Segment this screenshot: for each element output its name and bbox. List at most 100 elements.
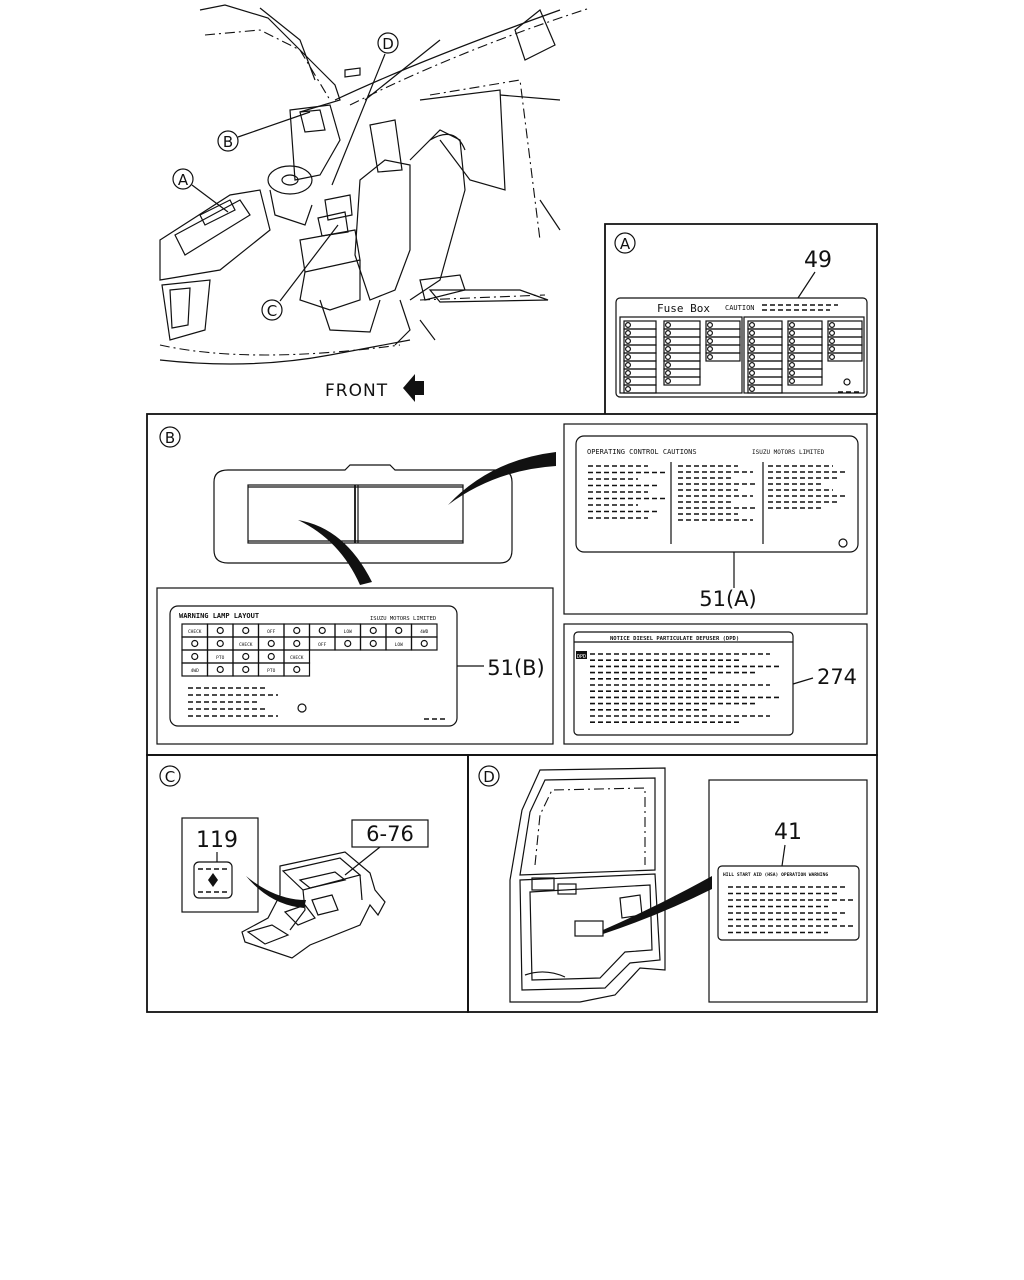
- label-51b-frame: WARNING LAMP LAYOUT ISUZU MOTORS LIMITED…: [156, 587, 554, 745]
- warning-lamp-cell: [385, 623, 413, 638]
- panel-d: D 41 HILL START AID (HSA) OPERATION WARN…: [467, 754, 878, 1013]
- fuse-marker: [706, 354, 713, 361]
- warning-lamp-cell: [206, 623, 234, 638]
- overview-callout-b: B: [217, 111, 311, 152]
- fuse-slot: [623, 384, 657, 394]
- label-51a-frame: OPERATING CONTROL CAUTIONS ISUZU MOTORS …: [563, 423, 868, 615]
- warning-lamp-cell-label: LOW: [395, 642, 403, 648]
- warning-lamp-symbol-icon: [216, 626, 224, 635]
- warning-lamp-cell: [232, 649, 260, 664]
- part-274: 274: [817, 665, 857, 689]
- overview-callout-d: D: [331, 32, 399, 186]
- fuse-marker: [748, 378, 755, 385]
- fuse-marker: [828, 330, 835, 337]
- warning-lamp-symbol-icon: [369, 626, 377, 635]
- fuse-marker: [788, 362, 795, 369]
- warning-lamp-cell: [283, 623, 311, 638]
- fuse-marker: [748, 370, 755, 377]
- warning-lamp-cell-label: OFF: [318, 642, 326, 648]
- fuse-slot: [705, 320, 741, 330]
- fuse-box-title: Fuse Box: [657, 302, 710, 315]
- overhead-console-illustration: [213, 452, 556, 585]
- fuse-slot: [787, 344, 823, 354]
- fuse-box-caution: CAUTION: [725, 304, 755, 312]
- fuse-slot: [705, 352, 741, 362]
- warning-lamp-cell-label: 4WD: [420, 629, 428, 635]
- fuse-marker: [664, 330, 671, 337]
- warning-lamp-symbol-icon: [242, 652, 250, 661]
- warning-lamp-cell: [181, 649, 209, 664]
- callout-b-letter: B: [223, 133, 233, 151]
- fuse-marker: [664, 322, 671, 329]
- fuse-marker: [624, 354, 631, 361]
- fuse-slot: [787, 352, 823, 362]
- fuse-slot: [747, 368, 783, 378]
- warning-lamp-cell-label: LOW: [344, 629, 352, 635]
- fuse-marker: [828, 338, 835, 345]
- fuse-marker: [664, 346, 671, 353]
- fuse-marker: [788, 330, 795, 337]
- warning-lamp-cell: [334, 636, 362, 651]
- fuse-marker: [624, 330, 631, 337]
- panel-c: C 119 6-76: [146, 754, 469, 1013]
- cab-interior-illustration: [159, 4, 591, 365]
- fuse-marker: [624, 322, 631, 329]
- warning-lamp-cell: [410, 636, 438, 651]
- overview-callout-c: C: [261, 224, 339, 321]
- warning-lamp-cell: [359, 636, 387, 651]
- fuse-slot: [705, 328, 741, 338]
- warning-lamp-symbol-icon: [242, 665, 250, 674]
- warning-lamp-symbol-icon: [293, 639, 301, 648]
- fuse-marker: [664, 362, 671, 369]
- fuse-slot: [663, 336, 701, 346]
- warning-lamp-cell: [308, 623, 336, 638]
- fuse-marker: [828, 322, 835, 329]
- label-51a-maker: ISUZU MOTORS LIMITED: [752, 449, 825, 456]
- warning-lamp-symbol-icon: [293, 665, 301, 674]
- fuse-slot: [787, 336, 823, 346]
- panel-a-letter: A: [620, 235, 631, 253]
- fuse-marker: [748, 346, 755, 353]
- warning-lamp-cell: [283, 636, 311, 651]
- fuse-marker: [664, 370, 671, 377]
- warning-lamp-symbol-icon: [267, 652, 275, 661]
- fuse-slot: [705, 336, 741, 346]
- part-6-76: 6-76: [366, 822, 414, 846]
- warning-lamp-cell-label: CHECK: [290, 655, 304, 661]
- fuse-slot: [663, 360, 701, 370]
- fuse-marker: [748, 354, 755, 361]
- fuse-marker: [706, 346, 713, 353]
- warning-lamp-symbol-icon: [191, 652, 199, 661]
- label-274-frame: NOTICE DIESEL PARTICULATE DEFUSER (DPD) …: [563, 623, 868, 745]
- fuse-marker: [664, 338, 671, 345]
- warning-lamp-cell: [206, 662, 234, 677]
- fuse-marker: [664, 378, 671, 385]
- warning-lamp-symbol-icon: [242, 626, 250, 635]
- warning-lamp-cell: [359, 623, 387, 638]
- fuse-marker: [788, 338, 795, 345]
- fuse-marker: [624, 338, 631, 345]
- fuse-marker: [748, 338, 755, 345]
- warning-lamp-symbol-icon: [369, 639, 377, 648]
- fuse-slot: [747, 384, 783, 394]
- warning-lamp-symbol-icon: [395, 626, 403, 635]
- label-51b-title: WARNING LAMP LAYOUT: [179, 612, 259, 620]
- fuse-marker: [664, 354, 671, 361]
- label-51b-maker: ISUZU MOTORS LIMITED: [370, 616, 436, 622]
- part-119: 119: [196, 828, 238, 853]
- fuse-marker: [748, 386, 755, 393]
- warning-lamp-symbol-icon: [420, 639, 428, 648]
- fuse-marker: [624, 362, 631, 369]
- fuse-marker: [624, 378, 631, 385]
- panel-d-letter: D: [483, 768, 495, 786]
- warning-lamp-cell: [257, 649, 285, 664]
- door-illustration: [509, 767, 712, 1003]
- fuse-slot: [705, 344, 741, 354]
- fuse-marker: [828, 346, 835, 353]
- overview-callout-a: A: [172, 168, 229, 213]
- warning-lamp-cell: [181, 636, 209, 651]
- label-274-tag: DPD: [577, 654, 586, 660]
- fuse-slot: [787, 320, 823, 330]
- callout-d-letter: D: [382, 35, 394, 53]
- fuse-slot: [663, 376, 701, 386]
